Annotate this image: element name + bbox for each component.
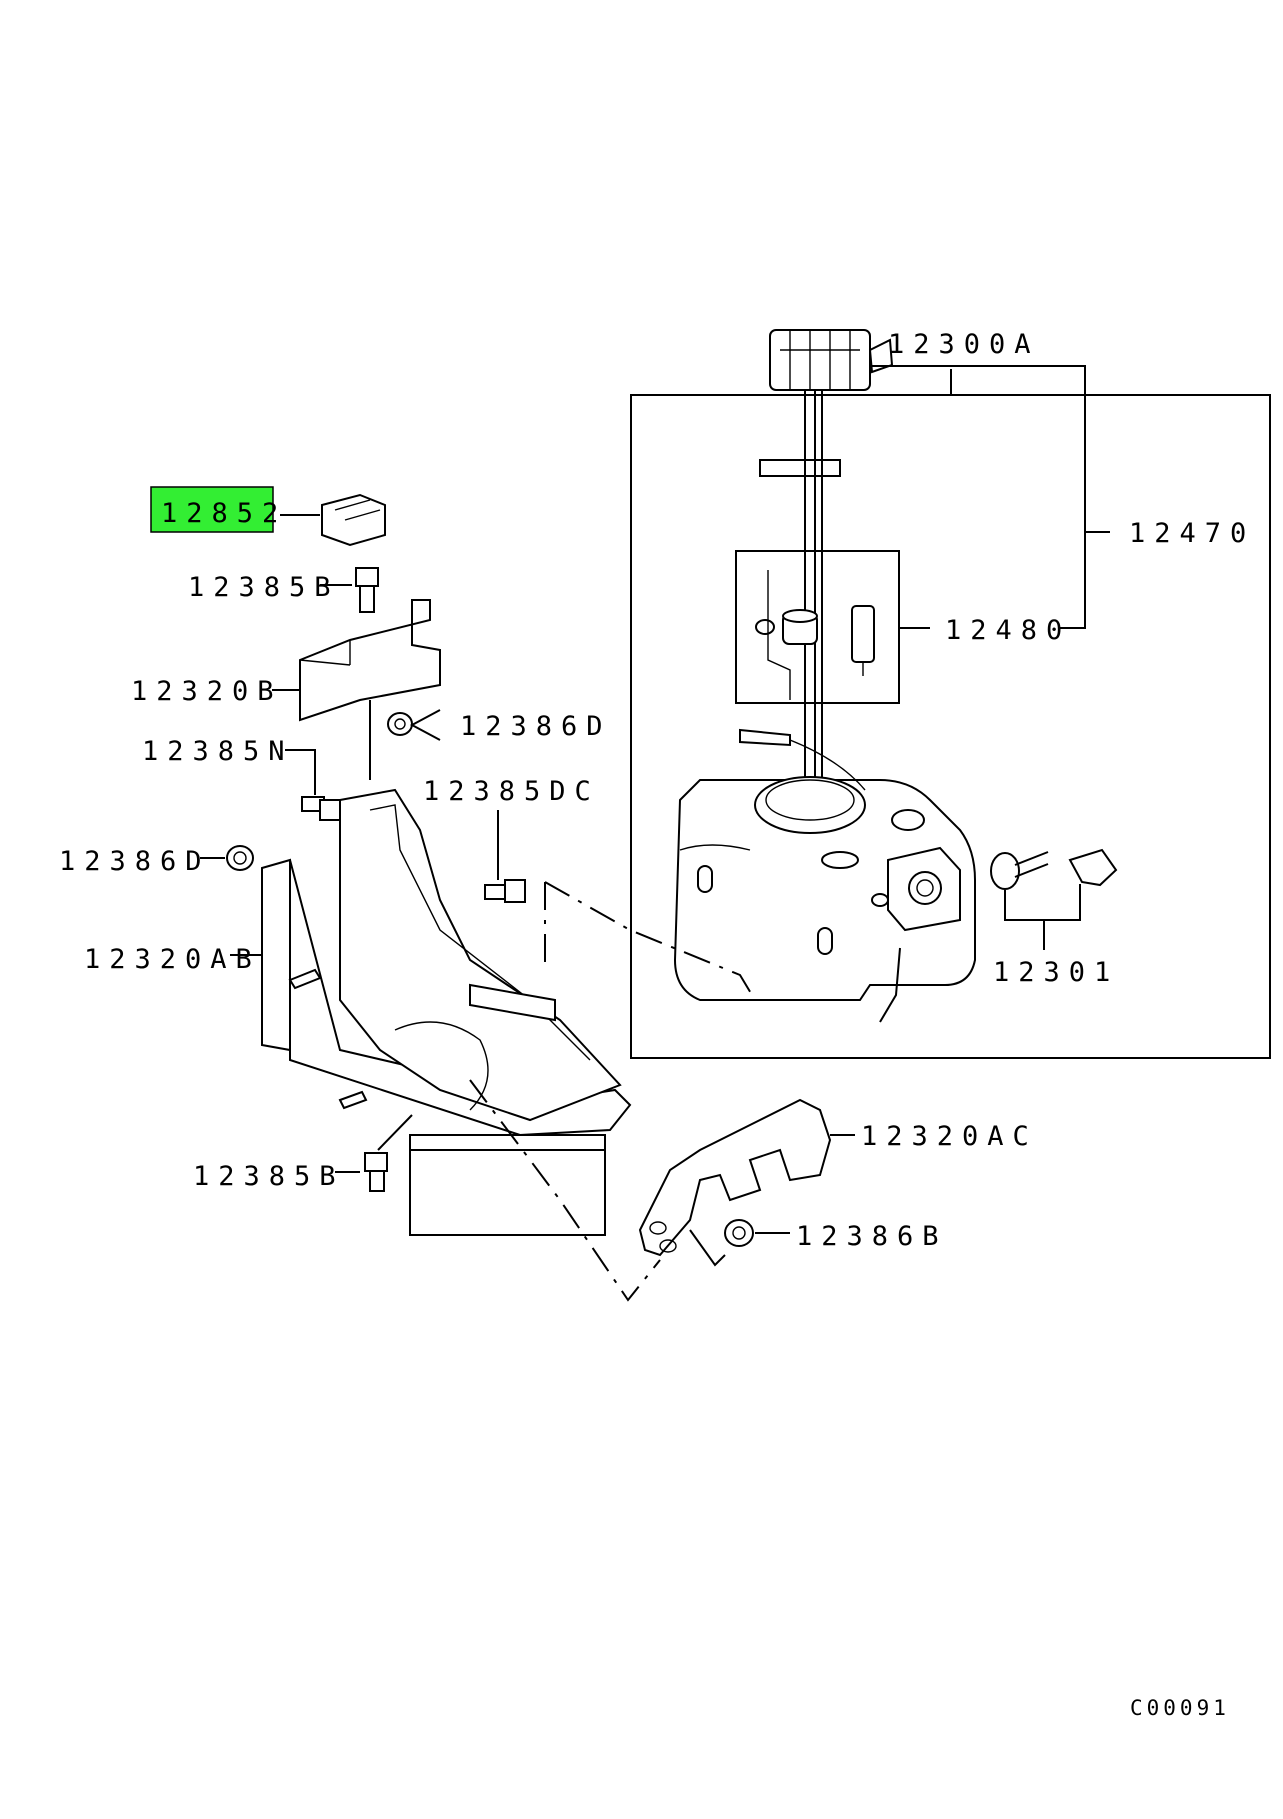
label-12320AC[interactable]: 12320AC [861,1121,1038,1152]
label-12470[interactable]: 12470 [1129,518,1255,549]
bolt-12385B-bottom [364,1152,388,1192]
fuel-pump-module [759,329,894,780]
label-12301[interactable]: 12301 [993,957,1119,988]
kit-parts-12480 [755,570,875,700]
label-12480[interactable]: 12480 [945,615,1071,646]
leader-dashdot-2 [544,881,756,1001]
label-12386D-top[interactable]: 12386D [460,711,612,742]
relay-12852 [321,493,386,547]
fuel-tank [673,728,976,1023]
bracket-12320AC [638,1098,832,1257]
leader-dashdot-3 [469,1079,661,1302]
nut-12386D-top [387,712,413,736]
nut-12386D-left [226,845,254,871]
nut-12386B [724,1219,754,1247]
label-12320B[interactable]: 12320B [131,676,283,707]
label-12385B-bottom[interactable]: 12385B [193,1161,345,1192]
label-12852[interactable]: 12852 [161,498,287,529]
label-12320AB[interactable]: 12320AB [84,944,261,975]
bolt-12385B-top [355,567,379,613]
bolt-12385N [301,796,341,821]
label-12385N[interactable]: 12385N [142,736,294,767]
highlight-12852[interactable] [150,486,274,533]
label-12300A[interactable]: 12300A [888,329,1040,360]
label-12386B[interactable]: 12386B [796,1221,948,1252]
tray-12320AB [230,788,632,1236]
label-12386D-left[interactable]: 12386D [59,846,211,877]
bracket-12320B [299,599,441,722]
filler-cap-parts-12301 [990,848,1118,890]
figure-code: C00091 [1130,1696,1230,1720]
label-12385B-top[interactable]: 12385B [188,572,340,603]
label-12385DC[interactable]: 12385DC [423,776,600,807]
bolt-12385DC [484,879,526,903]
